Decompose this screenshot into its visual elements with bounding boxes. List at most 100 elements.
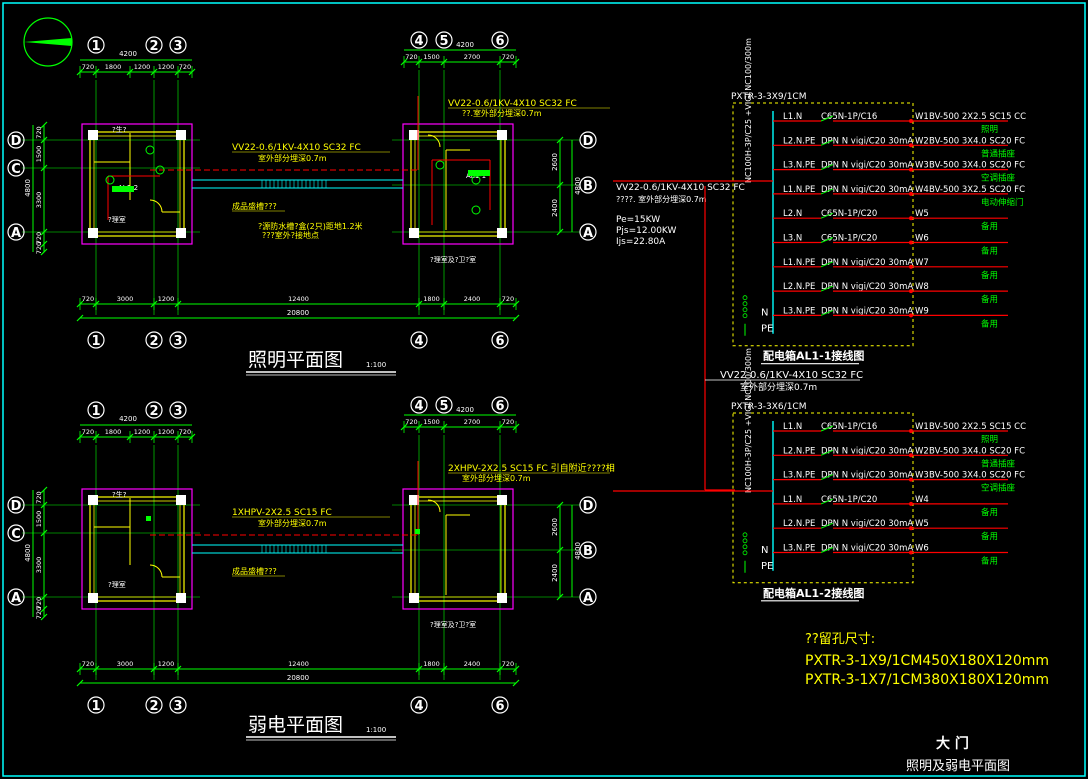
dim-top-left: 1200 (134, 428, 151, 436)
title-block: 大 门 照明及弱电平面图 (906, 735, 1010, 774)
box-header: PXTR-3-3X9/1CM (731, 92, 806, 102)
dim-top-right: 720 (502, 53, 514, 61)
dim-tick (556, 593, 564, 601)
circuit-node (909, 240, 913, 245)
cable-main-note: 室外部分埋深0.7m (258, 153, 327, 163)
dim-bottom: 3000 (117, 295, 134, 303)
building-right-wall-inner (414, 135, 502, 233)
circuit-id: W4 (915, 495, 929, 505)
column (409, 228, 419, 238)
axis-bubble-4-bottom: 4 (414, 699, 423, 714)
axis-bubble-A-left-circle (7, 588, 25, 606)
cable-right-note: ??.室外部分埋深0.7m (462, 108, 542, 118)
dim-bottom: 1800 (423, 660, 440, 668)
column (409, 130, 419, 140)
terminal-icon (742, 301, 748, 307)
circuit-phase: L1.N (783, 422, 802, 432)
dim-tick (76, 679, 84, 687)
circuit-use: 照明 (981, 125, 998, 135)
dim-top-right: 1500 (423, 53, 440, 61)
dim-bottom-total: 20800 (287, 309, 309, 317)
axis-bubble-6-top-circle (491, 396, 509, 414)
dim-top-right: 2700 (464, 418, 481, 426)
dim-top-left: 720 (82, 63, 94, 71)
dim-tick (40, 593, 48, 601)
load-ijs: Ijs=22.80A (616, 237, 666, 247)
dim-left: 720 (35, 242, 43, 254)
dim-tick (40, 613, 48, 621)
plan-title: 弱电平面图 (248, 714, 343, 736)
panel-box-icon (468, 170, 490, 176)
notes-line-1: PXTR-3-1X9/1CM450X180X120mm (805, 653, 1049, 669)
breaker-switch-icon (820, 285, 834, 292)
axis-bubble-B-right-circle (579, 176, 597, 194)
circuit-node (909, 143, 913, 148)
axis-bubble-3-top: 3 (173, 39, 182, 54)
title-block-subtitle: 照明及弱电平面图 (906, 759, 1010, 774)
circuit-node (909, 191, 913, 196)
circuit-use: 普通插座 (981, 148, 1016, 159)
circuit-use: 空调插座 (981, 173, 1016, 184)
axis-bubble-D-left: D (11, 499, 22, 514)
circuit-phase: L2.N.PE (783, 446, 815, 456)
axis-bubble-A-right-circle (579, 588, 597, 606)
circuit-id: W2 (915, 136, 929, 146)
box-header: PXTR-3-3X6/1CM (731, 402, 806, 412)
axis-bubble-1-top-circle (87, 401, 105, 419)
dim-tick (556, 501, 564, 509)
axis-bubble-1-top: 1 (91, 404, 100, 419)
terminal-pe: PE (761, 561, 773, 572)
axis-bubble-D-left: D (11, 134, 22, 149)
terminal-n: N (761, 545, 768, 556)
circuit-phase: L3.N.PE (783, 161, 815, 171)
circuit-id: W3 (915, 471, 929, 481)
axis-bubble-1-bottom: 1 (91, 699, 100, 714)
axis-bubble-A-left: A (11, 591, 21, 606)
circuit-breaker: C65N-1P/C20 (821, 209, 877, 219)
dim-tick (40, 240, 48, 248)
dim-tick (512, 679, 520, 687)
terminal-icon (742, 550, 748, 556)
title-block-name: 大 门 (936, 735, 969, 752)
dim-top-left: 1200 (134, 63, 151, 71)
axis-bubble-5-top: 5 (439, 34, 448, 49)
circuit-node (909, 119, 913, 123)
circuit-breaker: DPN N vigi/C20 30mA (821, 471, 913, 481)
notes-heading: ??留孔尺寸: (805, 632, 875, 647)
dim-bottom: 1800 (423, 295, 440, 303)
dim-bottom: 2400 (464, 295, 481, 303)
dim-tick (76, 314, 84, 322)
circuit-breaker: C65N-1P/C20 (821, 234, 877, 244)
circuit-breaker: C65N-1P/C20 (821, 495, 877, 505)
breaker-switch-icon (820, 547, 834, 553)
circuit-node (909, 550, 913, 555)
axis-bubble-1-bottom-circle (87, 696, 105, 714)
room-label-toilet: ?生? (112, 125, 127, 134)
dim-top-right: 720 (405, 53, 417, 61)
building-left-wall-inner (93, 135, 181, 233)
plan-title: 照明平面图 (248, 349, 343, 371)
building-right-wall-inner (414, 500, 502, 598)
circuit-id: W5 (915, 209, 929, 219)
circuit-node (909, 167, 913, 172)
axis-bubble-D-right: D (583, 499, 594, 514)
column (409, 593, 419, 603)
axis-bubble-2-bottom: 2 (149, 699, 158, 714)
dim-top-right: 2700 (464, 53, 481, 61)
dim-left-total: 4800 (24, 544, 32, 562)
circuit-use: 空调插座 (981, 483, 1016, 494)
circuit-node (909, 453, 913, 458)
circuit-cable: BV-500 2X2.5 SC15 CC (929, 112, 1026, 122)
terminal-icon (742, 544, 748, 550)
north-arrow-icon (23, 17, 73, 67)
axis-bubble-4-bottom: 4 (414, 334, 423, 349)
plan-scale: 1:100 (366, 726, 386, 734)
axis-bubble-1-top-circle (87, 36, 105, 54)
dim-left: 720 (35, 607, 43, 619)
